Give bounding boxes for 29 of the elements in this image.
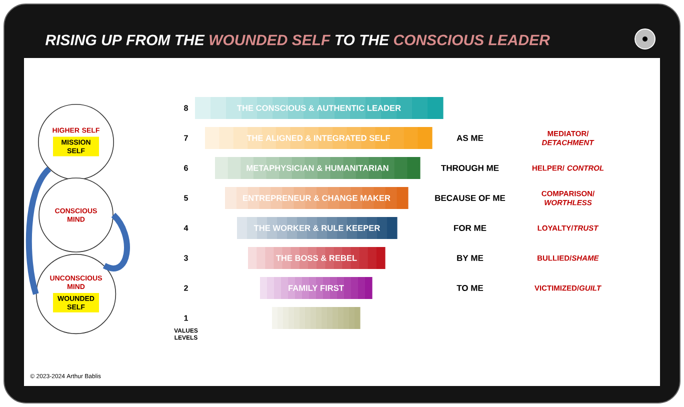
node-label: METAPHYSICIAN & HUMANITARIAN — [246, 165, 388, 171]
relation-label: BY ME — [457, 255, 484, 261]
level-number: 7 — [184, 135, 188, 141]
relation-label: AS ME — [456, 135, 484, 141]
level-number: 5 — [184, 195, 188, 201]
title: RISING UP FROM THE WOUNDED SELF TO THE CONSCIOUS LEADER — [45, 34, 550, 46]
level-number: 6 — [184, 165, 188, 171]
level-bar: THE WORKER & RULE KEEPER — [237, 217, 398, 239]
level-bar — [272, 307, 360, 329]
relation-label: THROUGH ME — [441, 165, 499, 171]
level-number: 1 — [184, 315, 188, 321]
node-label: THE ALIGNED & INTEGRATED SELF — [246, 135, 390, 141]
level-number: 4 — [184, 225, 188, 231]
relation-label: BECAUSE OF ME — [435, 195, 506, 201]
level-number: 2 — [184, 285, 188, 291]
level-number: 8 — [184, 105, 188, 111]
level-bar: THE ALIGNED & INTEGRATED SELF — [205, 127, 432, 149]
node-label: FAMILY FIRST — [288, 285, 344, 291]
node-label: THE CONSCIOUS & AUTHENTIC LEADER — [237, 105, 401, 111]
level-number: 3 — [184, 255, 188, 261]
connecting-band — [103, 213, 130, 272]
relation-label: FOR ME — [454, 225, 486, 231]
level-bar: THE CONSCIOUS & AUTHENTIC LEADER — [195, 97, 444, 119]
level-bar: METAPHYSICIAN & HUMANITARIAN — [215, 157, 420, 179]
relation-label: TO ME — [456, 285, 484, 291]
node-label: THE WORKER & RULE KEEPER — [254, 225, 380, 231]
node-label: THE BOSS & REBEL — [276, 255, 357, 261]
level-bar: FAMILY FIRST — [260, 277, 372, 299]
level-bar: THE BOSS & REBEL — [248, 247, 386, 269]
